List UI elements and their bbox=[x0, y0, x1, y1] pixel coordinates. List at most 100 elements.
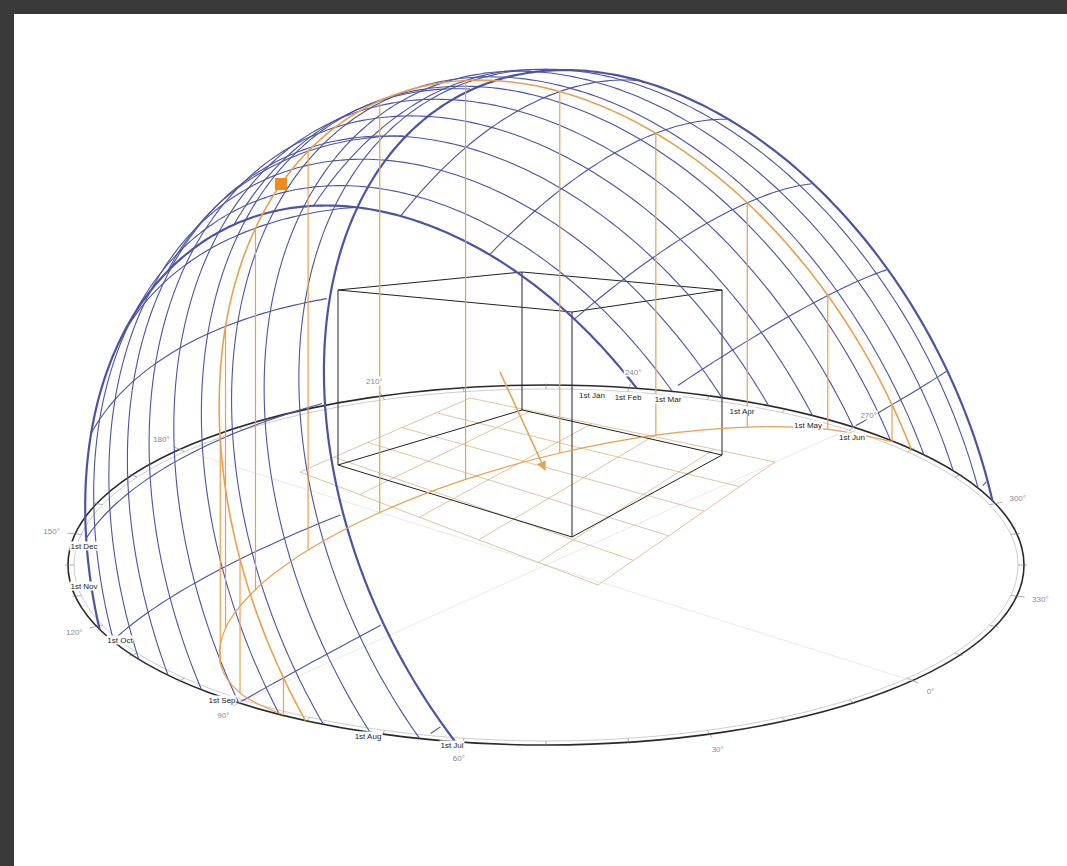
azimuth-tick bbox=[546, 741, 547, 747]
date-label: 1st Sep bbox=[207, 696, 236, 705]
azimuth-label: 0° bbox=[926, 686, 936, 695]
day-path bbox=[174, 99, 853, 703]
floor-grid bbox=[360, 411, 531, 495]
vertical-projection bbox=[239, 559, 240, 693]
azimuth-tick bbox=[306, 717, 311, 722]
azimuth-tick bbox=[174, 447, 185, 452]
vertical-projection bbox=[379, 101, 380, 513]
day-path bbox=[232, 77, 924, 724]
azimuth-tick bbox=[546, 384, 547, 390]
compass-axis bbox=[180, 449, 912, 680]
vertical-projection bbox=[255, 228, 256, 589]
azimuth-tick bbox=[178, 678, 185, 682]
box-wireframe bbox=[572, 455, 722, 537]
azimuth-tick bbox=[72, 595, 81, 597]
floor-grid bbox=[334, 457, 633, 560]
azimuth-tick bbox=[1011, 596, 1025, 597]
floor-grid bbox=[538, 449, 714, 562]
hour-line bbox=[401, 80, 638, 216]
azimuth-label: 210° bbox=[365, 376, 384, 385]
vertical-projection bbox=[747, 203, 748, 427]
hour-line bbox=[983, 482, 987, 486]
inner-ring bbox=[74, 389, 1018, 741]
azimuth-tick bbox=[380, 392, 385, 400]
horizon-ellipse bbox=[68, 385, 1024, 745]
azimuth-tick bbox=[782, 717, 787, 722]
hour-line bbox=[856, 371, 946, 425]
azimuth-label: 30° bbox=[711, 745, 725, 754]
azimuth-tick bbox=[1011, 533, 1020, 535]
paper-ground bbox=[14, 14, 1067, 866]
day-path bbox=[201, 86, 890, 714]
azimuth-label: 60° bbox=[452, 754, 466, 763]
azimuth-tick bbox=[94, 503, 102, 505]
highlighted-path bbox=[219, 80, 911, 720]
azimuth-tick bbox=[908, 448, 915, 452]
azimuth-label: 150° bbox=[42, 526, 61, 535]
day-path bbox=[109, 159, 722, 659]
floor-grid bbox=[436, 413, 740, 487]
azimuth-tick bbox=[1018, 565, 1027, 566]
vertical-projection bbox=[225, 326, 226, 628]
floor-grid bbox=[419, 424, 592, 518]
box-wireframe bbox=[572, 290, 722, 312]
azimuth-tick bbox=[707, 394, 710, 399]
day-path bbox=[324, 70, 993, 742]
ground-trace bbox=[219, 427, 892, 715]
box-wireframe bbox=[338, 410, 522, 465]
hour-line bbox=[431, 727, 441, 734]
vertical-projection bbox=[559, 92, 560, 453]
sun-path-dome bbox=[85, 69, 992, 742]
ground-ring bbox=[65, 384, 1027, 747]
azimuth-tick bbox=[628, 384, 630, 392]
current-day-path bbox=[219, 80, 911, 720]
box-wireframe bbox=[522, 410, 722, 455]
day-path bbox=[299, 69, 978, 738]
day-path bbox=[85, 206, 636, 630]
azimuth-tick bbox=[955, 653, 963, 656]
box-wireframe bbox=[338, 465, 572, 537]
azimuth-tick bbox=[990, 502, 1003, 505]
date-label: 1st Apr bbox=[729, 407, 756, 416]
day-path bbox=[127, 136, 768, 675]
azimuth-tick bbox=[782, 408, 787, 413]
azimuth-tick bbox=[955, 474, 963, 477]
azimuth-label: 120° bbox=[65, 628, 84, 637]
day-path bbox=[264, 71, 953, 732]
azimuth-label: 330° bbox=[1031, 595, 1050, 604]
sun-marker bbox=[275, 178, 287, 190]
building-model bbox=[300, 272, 775, 585]
date-label: 1st Mar bbox=[654, 395, 683, 404]
vertical-projection bbox=[465, 80, 466, 479]
date-label: 1st May bbox=[793, 421, 823, 430]
vertical-projection bbox=[655, 133, 656, 435]
vertical-projection bbox=[308, 151, 309, 550]
azimuth-tick bbox=[65, 565, 74, 566]
box-wireframe bbox=[572, 312, 573, 537]
date-label: 1st Feb bbox=[614, 393, 643, 402]
box-wireframe bbox=[338, 272, 522, 290]
date-label: 1st Oct bbox=[106, 636, 133, 645]
azimuth-tick bbox=[628, 738, 630, 743]
sun-ray-arrow bbox=[500, 372, 545, 470]
hour-line bbox=[91, 299, 327, 434]
date-label: 1st Aug bbox=[354, 732, 383, 741]
azimuth-label: 90° bbox=[216, 711, 230, 720]
hour-line bbox=[490, 119, 727, 255]
azimuth-label: 270° bbox=[859, 410, 878, 419]
azimuth-tick bbox=[990, 625, 998, 627]
day-path bbox=[94, 186, 673, 642]
azimuth-tick bbox=[462, 386, 464, 391]
date-label: 1st Dec bbox=[69, 542, 98, 551]
box-wireframe bbox=[338, 290, 572, 312]
vertical-projection bbox=[891, 405, 892, 442]
date-label: 1st Jul bbox=[439, 741, 464, 750]
vertical-projection bbox=[827, 295, 828, 429]
azimuth-tick bbox=[89, 625, 102, 628]
date-label: 1st Jun bbox=[838, 433, 866, 442]
azimuth-tick bbox=[237, 426, 243, 430]
azimuth-tick bbox=[67, 533, 81, 534]
box-wireframe bbox=[338, 290, 339, 465]
